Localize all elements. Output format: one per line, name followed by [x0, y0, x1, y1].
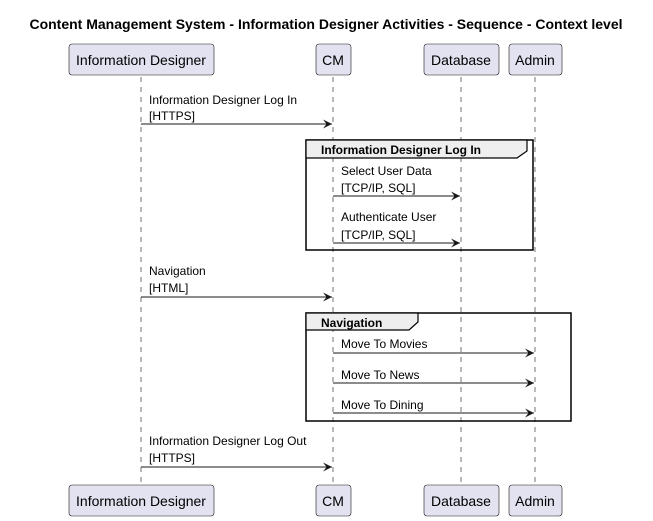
message-label: Select User Data — [341, 164, 432, 178]
message-move-to-movies: Move To Movies — [333, 337, 534, 358]
group-frame-navigation: Navigation — [305, 312, 572, 422]
participant-label: Admin — [515, 52, 555, 68]
participant-label: Database — [431, 493, 491, 509]
group-label: Navigation — [321, 316, 382, 330]
participant-database-bottom: Database — [423, 484, 500, 517]
participant-admin-top: Admin — [508, 43, 563, 76]
message-label: Move To Movies — [341, 337, 427, 351]
participant-label: CM — [322, 493, 344, 509]
message-logout: Information Designer Log Out [HTTPS] — [141, 434, 332, 472]
participant-admin-bottom: Admin — [508, 484, 563, 517]
message-label: Navigation — [149, 264, 206, 278]
participant-label: Information Designer — [76, 493, 206, 509]
message-navigation: Navigation [HTML] — [141, 264, 332, 302]
participant-information-designer-bottom: Information Designer — [68, 484, 215, 517]
group-frame-login: Information Designer Log In — [305, 139, 534, 251]
message-login: Information Designer Log In [HTTPS] — [141, 93, 332, 129]
message-move-to-dining: Move To Dining — [333, 398, 534, 418]
message-authenticate-user: Authenticate User [TCP/IP, SQL] — [333, 210, 460, 248]
message-move-to-news: Move To News — [333, 368, 534, 388]
message-label: Information Designer Log In — [149, 93, 297, 107]
message-label: Information Designer Log Out — [149, 434, 307, 448]
participant-database-top: Database — [423, 43, 500, 76]
message-protocol: [HTML] — [149, 281, 188, 295]
diagram-title: Content Management System - Information … — [29, 16, 622, 32]
participant-information-designer-top: Information Designer — [68, 43, 215, 76]
message-select-user-data: Select User Data [TCP/IP, SQL] — [333, 164, 460, 201]
participant-label: Database — [431, 52, 491, 68]
participant-label: Information Designer — [76, 52, 206, 68]
participant-cm-bottom: CM — [315, 484, 352, 517]
message-protocol: [HTTPS] — [149, 451, 195, 465]
participant-label: CM — [322, 52, 344, 68]
participant-cm-top: CM — [315, 43, 352, 76]
participant-label: Admin — [515, 493, 555, 509]
message-protocol: [HTTPS] — [149, 109, 195, 123]
message-protocol: [TCP/IP, SQL] — [341, 228, 415, 242]
message-label: Authenticate User — [341, 210, 436, 224]
lifelines — [140, 77, 536, 484]
message-label: Move To News — [341, 368, 419, 382]
message-protocol: [TCP/IP, SQL] — [341, 181, 415, 195]
group-label: Information Designer Log In — [321, 143, 481, 157]
message-label: Move To Dining — [341, 398, 424, 412]
